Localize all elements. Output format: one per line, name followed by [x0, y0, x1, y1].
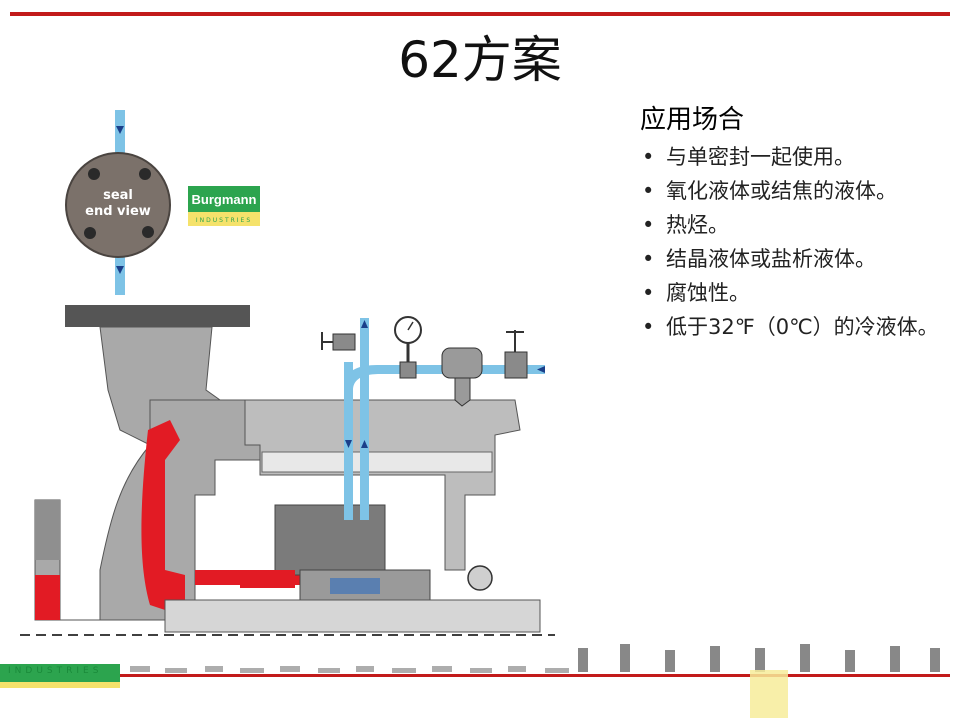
process-fluid — [141, 420, 185, 610]
seal-end-view: seal end view — [65, 152, 171, 258]
suction-eye — [35, 500, 60, 560]
decor-icons — [578, 644, 940, 672]
flow-arrow-icon — [116, 126, 124, 134]
footer-brand: INDUSTRIES — [8, 666, 103, 676]
process-fluid — [35, 575, 60, 620]
bolt-icon — [88, 168, 100, 180]
seal-view-label-1: seal — [103, 188, 133, 203]
bottom-decor-strip — [0, 644, 950, 718]
brand-bar-yellow — [0, 682, 120, 688]
list-item: 热烃。 — [640, 208, 955, 242]
list-item: 结晶液体或盐析液体。 — [640, 242, 955, 276]
needle-valve-icon — [504, 330, 528, 379]
bolt-icon — [142, 226, 154, 238]
seal-spring — [240, 570, 295, 588]
needle-valve-icon — [321, 332, 356, 351]
slide-title: 62方案 — [398, 31, 562, 89]
decor-highlight — [750, 670, 788, 718]
logo-text: Burgmann — [192, 192, 257, 207]
flow-arrow-icon — [361, 440, 368, 448]
pump-shaft — [164, 599, 541, 633]
seal-view-label-2: end view — [85, 204, 151, 219]
list-item: 腐蚀性。 — [640, 276, 955, 310]
steam-trap-icon — [441, 347, 483, 407]
list-item: 氧化液体或结焦的液体。 — [640, 174, 955, 208]
bearing-icon — [467, 565, 493, 591]
decor-rule — [120, 674, 950, 677]
application-list: 与单密封一起使用。 氧化液体或结焦的液体。 热烃。 结晶液体或盐析液体。 腐蚀性… — [640, 140, 955, 344]
bearing-frame — [244, 399, 521, 571]
discharge-flange — [65, 305, 250, 327]
seal-plan-diagram: seal end view Burgmann INDUSTRIES — [20, 110, 555, 636]
brand-bar-green — [0, 664, 120, 682]
logo-subtext: INDUSTRIES — [196, 217, 252, 224]
bolt-icon — [84, 227, 96, 239]
frame-window — [261, 451, 493, 473]
flow-arrow-icon — [116, 266, 124, 274]
pressure-gauge-icon — [394, 316, 422, 379]
burgmann-logo: Burgmann INDUSTRIES — [188, 186, 260, 226]
application-panel: 应用场合 与单密封一起使用。 氧化液体或结焦的液体。 热烃。 结晶液体或盐析液体… — [640, 102, 955, 344]
seal-face — [330, 578, 380, 594]
list-item: 低于32℉（0℃）的冷液体。 — [640, 310, 955, 344]
flow-arrow-icon — [537, 366, 545, 373]
application-heading: 应用场合 — [640, 105, 745, 135]
bolt-icon — [139, 168, 151, 180]
quench-pipe-vertical-2 — [360, 318, 369, 520]
flow-arrow-icon — [361, 320, 368, 328]
list-item: 与单密封一起使用。 — [640, 140, 955, 174]
flow-arrow-icon — [345, 440, 352, 448]
quench-pipe-bend — [344, 365, 545, 390]
top-rule — [10, 12, 950, 16]
decor-pattern — [130, 666, 569, 673]
